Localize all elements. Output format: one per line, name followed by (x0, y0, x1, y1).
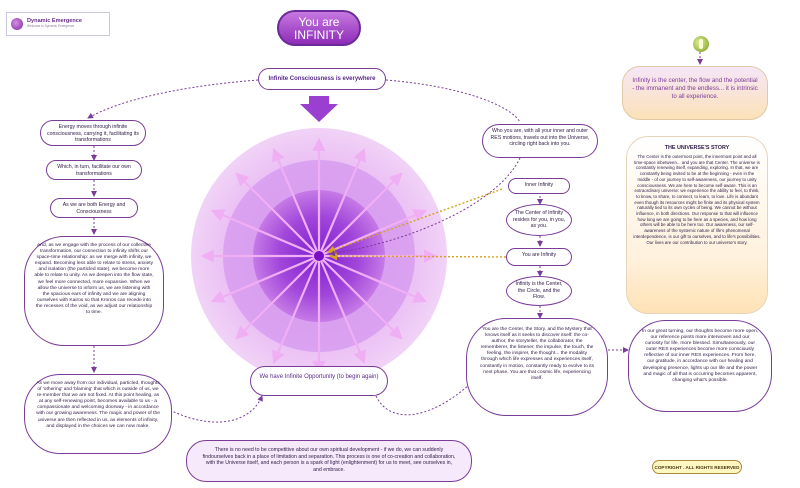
title-line-2: INFINITY (294, 28, 344, 42)
left-box-energy: Energy moves through infinite consciousn… (40, 120, 146, 146)
opportunity-label: We have Infinite Opportunity (to begin a… (250, 366, 388, 396)
copyright-badge: COPYRIGHT . ALL RIGHTS RESERVED (652, 460, 742, 474)
consciousness-label: Infinite Consciousness is everywhere (258, 68, 386, 90)
curved-connectors (87, 52, 703, 423)
brand-logo[interactable]: Dynamic Emergence Welcome to Dynamic Eme… (6, 12, 110, 36)
story-text: The Center is the outermost point, the i… (633, 154, 761, 245)
center-dot (314, 251, 324, 261)
page-title: You are INFINITY (277, 10, 361, 46)
brand-title: Dynamic Emergence (27, 18, 83, 25)
radial-arrows (200, 137, 438, 375)
right-box-center-of-infinity: The Center of Infinity resides for you, … (506, 204, 572, 236)
right-box-res-motions: Who you are, with all your inner and out… (482, 124, 598, 158)
right-box-center-circle-flow: Infinity is the Center, the Circle, and … (506, 276, 572, 306)
right-box-you-are-infinity: You are Infinity (506, 248, 572, 266)
left-box-transformations: Which, in turn, facilitate our own trans… (46, 160, 142, 180)
title-line-1: You are (298, 15, 340, 29)
brand-mark-icon (11, 18, 23, 30)
left-box-healing: As we move away from our individual, par… (24, 374, 172, 454)
brand-subtitle: Welcome to Dynamic Emergence (27, 23, 75, 28)
right-box-center-story: You are the Center, the Story, and the M… (466, 318, 608, 416)
left-box-collective-transformation: And, as we engage with the process of ou… (24, 236, 164, 346)
story-title: THE UNIVERSE'S STORY (664, 145, 730, 151)
big-down-arrow (300, 96, 338, 122)
gold-arrows (326, 188, 507, 261)
left-box-energy-consciousness: As we are both Energy and Consciousness (50, 198, 138, 218)
bottom-message: There is no need to be competitive about… (186, 440, 472, 482)
right-box-inner-infinity: Inner Infinity (508, 178, 570, 194)
lightbulb-icon (693, 36, 709, 52)
great-turning-box: In our great turning, our thoughts becom… (628, 320, 772, 412)
infinity-quote: Infinity is the center, the flow and the… (622, 66, 768, 120)
universe-story-panel: THE UNIVERSE'S STORY The Center is the o… (626, 136, 768, 314)
